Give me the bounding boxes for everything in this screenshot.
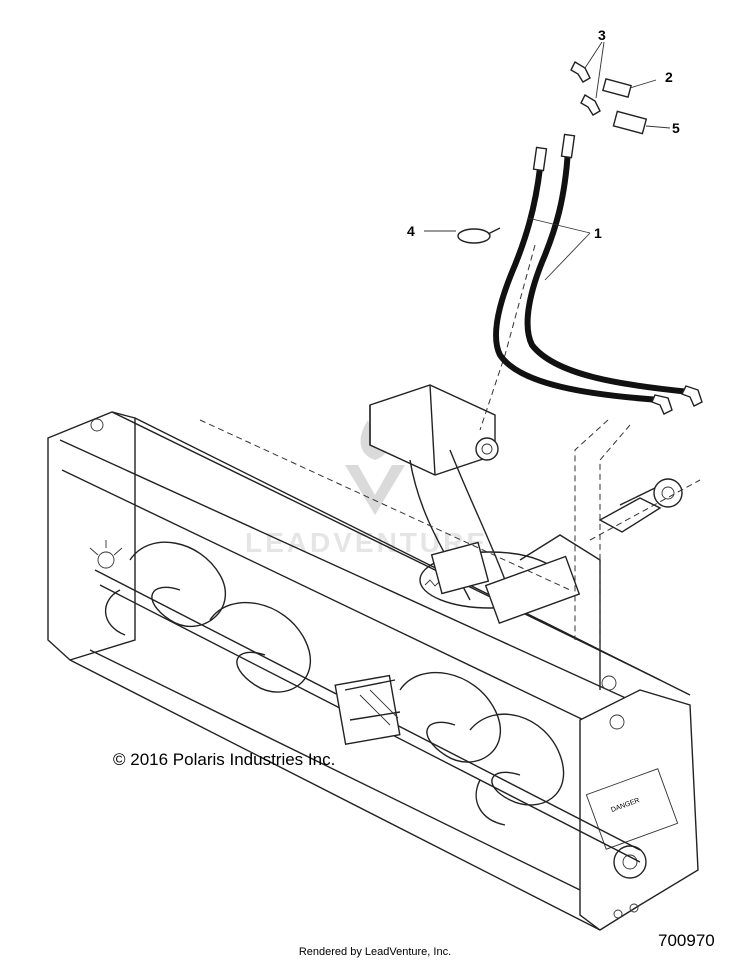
copyright-notice: © 2016 Polaris Industries Inc. <box>113 750 336 769</box>
rendered-by-credit: Rendered by LeadVenture, Inc. <box>298 946 452 958</box>
drive-shaft <box>598 478 683 533</box>
routing-lines <box>199 244 701 650</box>
callout-5: 5 <box>672 120 680 136</box>
snowblower-housing: DANGER <box>47 411 699 931</box>
hose-left <box>492 165 663 403</box>
callout-1: 1 <box>594 225 602 241</box>
hose-clamp <box>457 227 501 244</box>
danger-decal <box>585 768 679 850</box>
quick-coupler-female <box>612 110 648 135</box>
callout-4: 4 <box>407 223 415 239</box>
elbow-fitting-lower <box>580 94 601 116</box>
callout-2: 2 <box>665 69 673 85</box>
hydraulic-hoses <box>492 133 703 415</box>
quick-coupler-male <box>602 77 632 99</box>
leader-lines <box>424 41 671 281</box>
gearbox <box>334 674 401 746</box>
callout-3: 3 <box>598 27 606 43</box>
hose-right <box>524 147 693 395</box>
fittings <box>570 61 648 135</box>
chute-assembly <box>369 384 617 691</box>
diagram-number: 700970 <box>658 931 715 950</box>
